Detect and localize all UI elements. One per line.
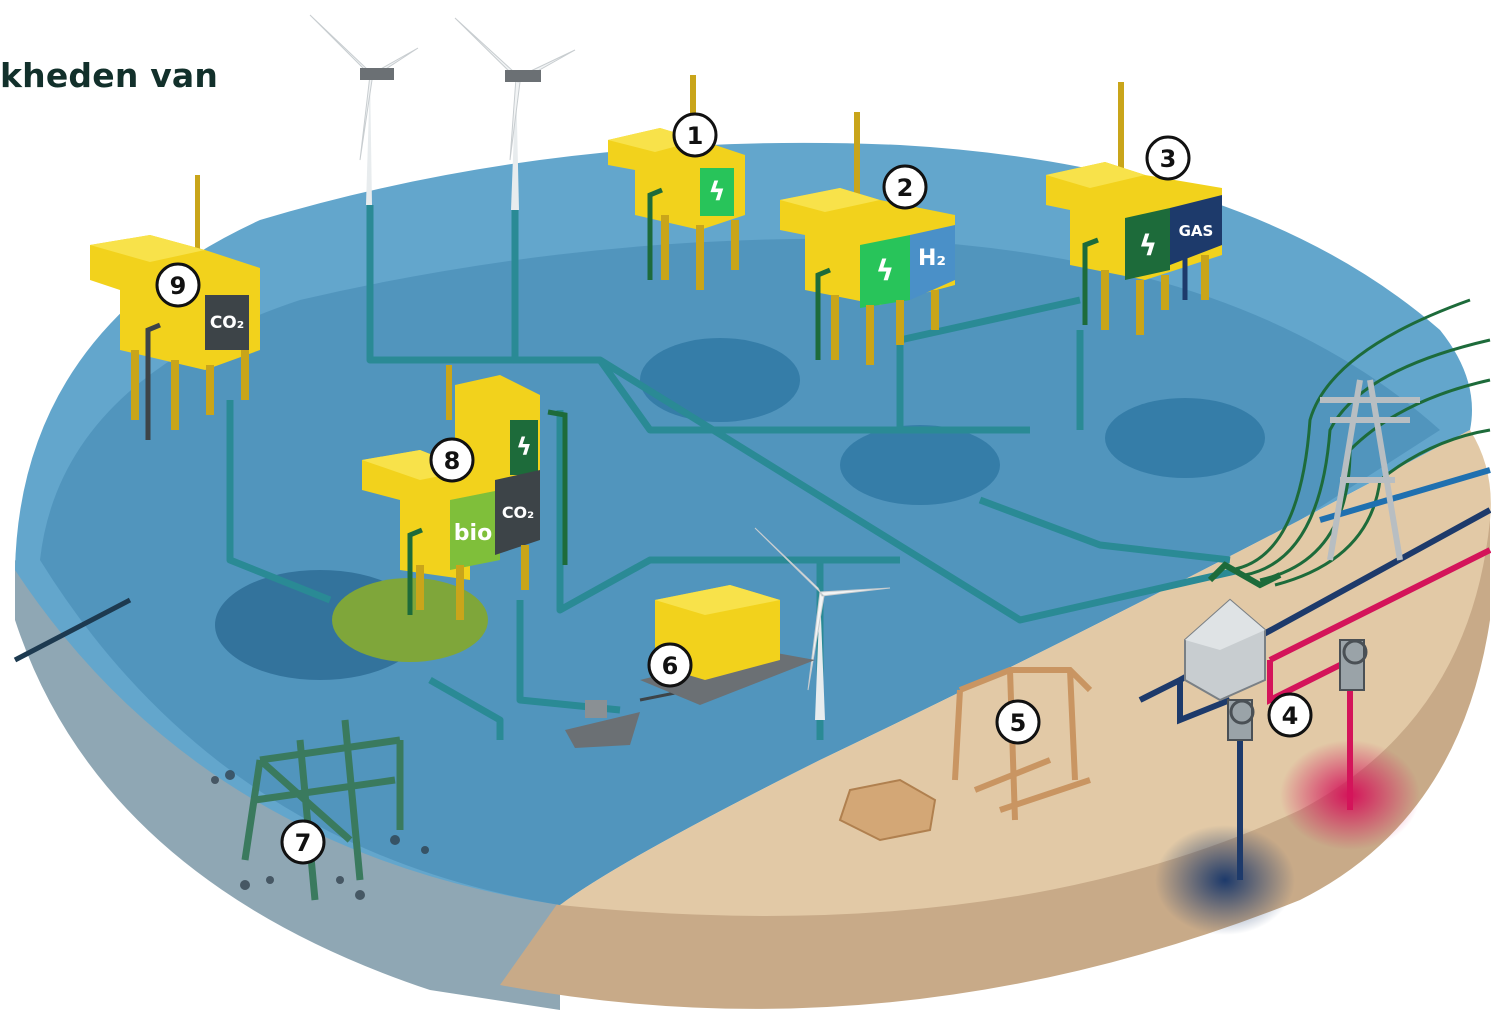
pipelines-teal [226,205,1241,740]
h2-label: H₂ [918,246,946,271]
lightning-bolt-icon: ϟ [1139,229,1157,262]
marker-number: 3 [1160,145,1177,173]
underground-storage-navy [1155,825,1295,935]
valve-right [1339,639,1368,691]
wind-turbine-1 [309,14,419,205]
marker-4: 4 [1267,692,1313,738]
co2-badge-8 [495,470,540,555]
electricity-pylon-icon [1320,379,1420,561]
onshore-pad [838,778,937,842]
wind-turbine-6 [754,527,891,720]
marker-circle [429,437,475,483]
reservoir-1 [640,338,800,422]
page-title: kheden van [0,56,219,95]
platform-1: ϟ [608,75,745,290]
platform-2: ϟ H₂ [780,112,955,365]
reservoir-2 [840,425,1000,505]
marker-number: 1 [687,122,704,150]
co2-label-8: CO₂ [502,503,534,522]
pipeline-export [13,597,132,663]
marker-number: 7 [295,829,312,857]
marker-number: 9 [170,272,187,300]
decommissioned-jacket-onshore [952,667,1093,821]
marker-circle [647,642,693,688]
marker-2: 2 [882,164,928,210]
marker-circle [672,112,718,158]
marker-circle [280,819,326,865]
co2-label: CO₂ [210,313,244,333]
marker-circle [155,262,201,308]
reservoir-8 [332,578,488,662]
marker-number: 2 [897,174,914,202]
lightning-bolt-icon: ϟ [708,177,725,207]
marker-number: 4 [1282,702,1299,730]
bio-label: bio [454,521,492,546]
marker-6: 6 [647,642,693,688]
lightning-bolt-icon: ϟ [876,254,894,287]
marker-circle [995,699,1041,745]
reservoir-3 [1105,398,1265,478]
platform-3: ϟ GAS [1046,82,1222,335]
number-markers: 1 2 3 4 5 6 7 8 9 [155,112,1313,865]
house-icon [1184,598,1266,702]
h2-badge [910,225,955,300]
reef-rocks [211,770,429,900]
wind-turbine-2 [454,17,576,210]
electricity-badge-8 [510,420,538,475]
marker-circle [1267,692,1313,738]
co2-badge [205,295,249,350]
electricity-badge-2 [860,235,910,308]
marker-3: 3 [1145,135,1191,181]
marker-number: 8 [444,447,461,475]
marker-1: 1 [672,112,718,158]
bio-badge [450,490,500,570]
marker-8: 8 [429,437,475,483]
marker-5: 5 [995,699,1041,745]
valve-left [1227,699,1255,741]
marker-number: 5 [1010,709,1027,737]
gas-badge [1170,195,1222,265]
underground-storage-magenta [1280,740,1420,850]
gas-label: GAS [1179,222,1214,240]
cable-landing [1207,561,1282,589]
electricity-badge-3 [1125,208,1170,280]
marker-number: 6 [662,652,679,680]
marker-7: 7 [280,819,326,865]
marker-circle [882,164,928,210]
lightning-bolt-icon: ϟ [516,433,532,461]
marker-9: 9 [155,262,201,308]
seabed-wall [15,560,560,1010]
marker-circle [1145,135,1191,181]
electricity-badge-1 [700,168,734,216]
